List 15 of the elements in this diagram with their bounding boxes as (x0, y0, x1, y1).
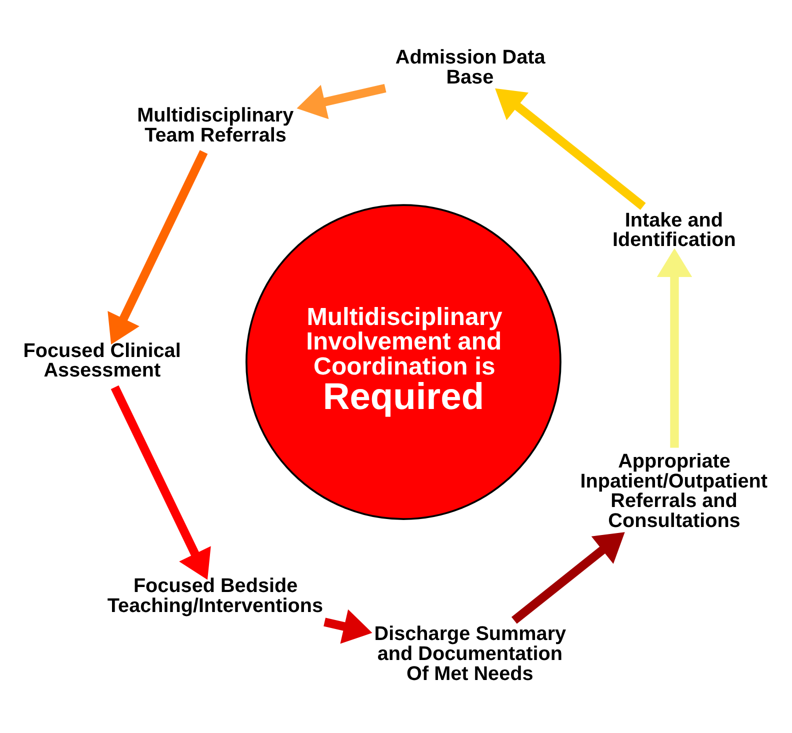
node-text: Appropriate Inpatient/Outpatient Referrals and Consultations (580, 450, 768, 532)
arrow (511, 532, 625, 624)
node-text: Focused Bedside Teaching/Interventions (107, 574, 323, 616)
node-circle: Multidisciplinary Involvement and Coordination is Required (246, 204, 562, 520)
node-text: Discharge Summary and Documentation Of Met Needs (374, 622, 566, 684)
arrow (110, 384, 211, 580)
node-text: Multidisciplinary Team Referrals (137, 104, 294, 146)
arrow (324, 608, 372, 644)
node-text: Admission Data Base (395, 46, 546, 88)
arrow (108, 150, 208, 344)
node-text: Intake and Identification (612, 208, 736, 251)
node-text: Focused Clinical Assessment (23, 339, 181, 382)
arrow (495, 88, 646, 210)
arrow (296, 83, 386, 119)
arrow (656, 248, 692, 448)
